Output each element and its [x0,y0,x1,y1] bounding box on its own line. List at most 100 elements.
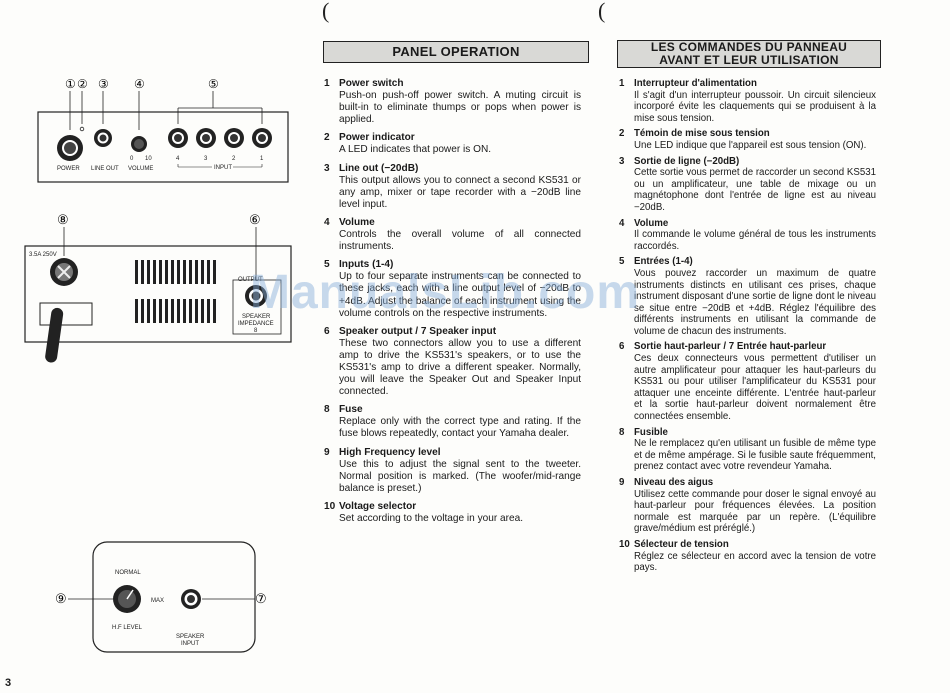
page-mark-left: ( [322,0,330,23]
fr-item-title: Interrupteur d'alimentation [634,78,757,89]
fr-item-number: 9 [619,477,625,488]
en-item-number: 3 [324,162,330,174]
input-label: INPUT [214,165,232,171]
page-number: 3 [5,677,12,689]
en-item-body: Replace only with the correct type and r… [339,416,581,440]
rear-panel-diagram: ⑧ ⑥ 3.5A 250V OUTPUT SPEAKER IMPEDANCE 8 [24,212,292,363]
fr-item-title: Sélecteur de tension [634,538,729,550]
output-label: OUTPUT [238,277,263,283]
en-item-title: Power indicator [339,132,415,144]
en-item-body: Up to four separate instruments can be c… [339,271,581,319]
fr-item-body: Une LED indique que l'appareil est sous … [634,139,867,151]
french-title-line-1: LES COMMANDES DU PANNEAU [650,40,848,54]
callout-5: ⑤ [208,77,219,91]
en-item-number: 8 [324,404,330,416]
en-item-5: 5 Inputs (1-4)Up to four separate instrum… [324,259,581,319]
watermark: ManualsLib.com [250,266,641,319]
fr-item-number: 1 [619,78,625,89]
en-item-title: Fuse [339,404,363,416]
en-item-title: Speaker output / 7 Speaker input [339,325,497,337]
fr-item-number: 4 [619,217,625,229]
fr-item-number: 2 [619,128,625,140]
fr-item-body: Il commande le volume général de tous le… [634,229,876,252]
input-jack-icons [168,128,272,148]
ohms-label: 8 [254,328,258,334]
hf-level-label: H.F LEVEL [112,625,143,631]
impedance-label: IMPEDANCE [238,321,274,327]
vent-slots-icon [135,260,216,323]
volume-min-label: 0 [130,156,134,162]
fr-item-title: Niveau des aigus [634,477,714,488]
normal-label: NORMAL [115,570,141,576]
hf-speaker-label: SPEAKER [176,634,205,640]
english-section-title: PANEL OPERATION [323,41,589,63]
french-section-title: LES COMMANDES DU PANNEAU AVANT ET LEUR U… [617,40,881,68]
volume-label: VOLUME [128,166,153,172]
voltage-selector-icon [39,302,93,326]
fr-item-body: Il s'agit d'un interrupteur poussoir. Un… [634,89,876,124]
max-label: MAX [151,598,164,604]
callout-1: ① [65,77,76,91]
en-item-body: Push-on push-off power switch. A muting … [339,90,581,126]
en-item-title: High Frequency level [339,446,441,458]
power-cord-icon [45,307,64,363]
en-item-body: This output allows you to connect a seco… [339,174,581,210]
hf-level-panel-diagram: NORMAL MAX H.F LEVEL ⑨ SPEAKER INPUT ⑦ [55,541,267,653]
callout-9: ⑨ [55,591,67,606]
en-item-title: Line out (−20dB) [339,162,419,174]
fr-item-body: Utilisez cette commande pour doser le si… [634,488,876,535]
front-panel-diagram: ① ② ③ ④ ⑤ POWER LINE OUT VOLUME 0 10 4 3… [37,77,289,183]
fr-item-number: 5 [619,256,625,268]
en-item-body: Controls the overall volume of all conne… [339,229,581,253]
input-num-4: 4 [176,156,180,162]
fr-item-body: Réglez ce sélecteur en accord avec la te… [634,550,876,574]
en-item-number: 1 [324,78,330,89]
callout-2: ② [77,77,88,91]
callout-7: ⑦ [255,591,267,606]
fr-item-number: 8 [619,426,625,438]
en-item-body: Use this to adjust the signal sent to th… [339,458,581,494]
en-item-number: 5 [324,259,330,271]
speaker-label: SPEAKER [242,314,271,320]
en-item-number: 10 [324,500,336,512]
en-item-title: Voltage selector [339,500,417,512]
line-out-label: LINE OUT [91,166,119,172]
callout-4: ④ [134,77,145,91]
fr-item-title: Volume [634,217,669,229]
fr-item-title: Sortie haut-parleur / 7 Entrée haut-parl… [634,341,827,353]
french-title-line-2: AVANT ET LEUR UTILISATION [659,52,839,67]
fuse-rating-label: 3.5A 250V [29,252,57,258]
en-item-3: 3 Line out (−20dB)This output allows you … [324,163,581,211]
en-item-body: Set according to the voltage in your are… [339,513,524,524]
en-item-title: Inputs (1-4) [339,259,394,271]
callout-6: ⑥ [249,212,261,227]
input-num-3: 3 [204,156,208,162]
power-label: POWER [57,166,80,172]
input-num-2: 2 [232,156,236,162]
en-item-number: 4 [324,216,330,228]
fr-item-body: Ne le remplacez qu'en utilisant un fusib… [634,438,876,473]
callout-8: ⑧ [57,212,69,227]
en-item-number: 2 [324,132,330,144]
input-num-1: 1 [260,156,264,162]
en-item-body: A LED indicates that power is ON. [339,144,492,156]
power-led-icon [79,126,85,132]
en-item-number: 9 [324,446,330,458]
en-item-body: These two connectors allow you to use a … [339,337,581,398]
